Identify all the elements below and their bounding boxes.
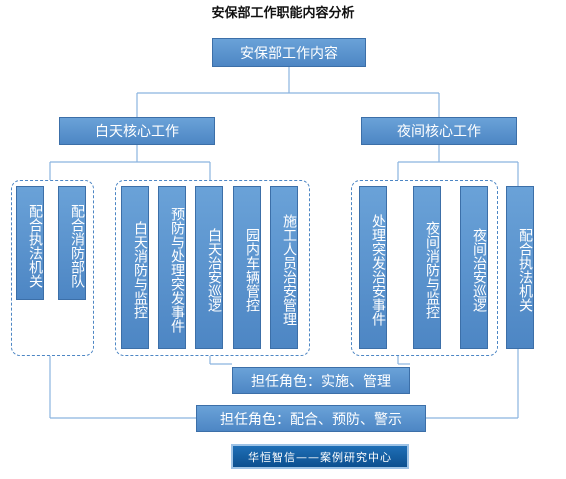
night-item-law-enforcement: 配合执法机关: [506, 186, 534, 349]
page-title: 安保部工作职能内容分析: [211, 6, 355, 21]
day-main-group: [115, 180, 310, 356]
role-implement-box: 担任角色：实施、管理: [232, 367, 410, 394]
night-core-node: 夜间核心工作: [361, 117, 517, 145]
night-item-fire-monitoring: 夜间消防与监控: [413, 186, 441, 349]
root-node: 安保部工作内容: [212, 38, 366, 67]
day-item-fire-brigade: 配合消防部队: [58, 186, 86, 300]
day-core-node: 白天核心工作: [59, 117, 215, 145]
night-item-security-patrol: 夜间治安巡逻: [460, 186, 488, 349]
day-item-fire-monitoring: 白天消防与监控: [121, 186, 149, 349]
day-item-security-patrol: 白天治安巡逻: [195, 186, 223, 349]
role-cooperate-box: 担任角色：配合、预防、警示: [196, 405, 426, 432]
day-item-law-enforcement: 配合执法机关: [16, 186, 44, 300]
night-item-incident-handling: 处理突发治安事件: [359, 186, 387, 349]
footer-badge: 华恒智信——案例研究中心: [231, 444, 409, 469]
day-item-emergency-handling: 预防与处理突发事件: [158, 186, 186, 349]
night-main-group: [351, 180, 498, 356]
day-item-construction-staff: 施工人员治安管理: [270, 186, 298, 349]
day-item-vehicle-control: 园内车辆管控: [233, 186, 261, 349]
day-coop-group: [11, 180, 94, 356]
